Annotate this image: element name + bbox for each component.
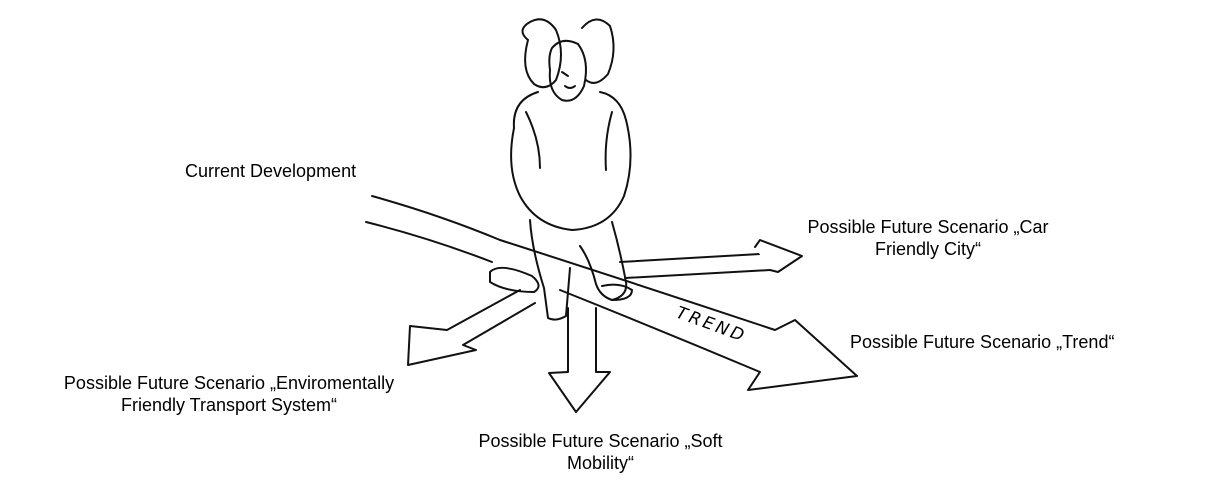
label-enviro-line2: Friendly Transport System“ — [120, 395, 338, 415]
trend-arrow — [499, 239, 858, 391]
label-car-friendly-city: Possible Future Scenario „Car Friendly C… — [797, 216, 1059, 260]
enviro-friendly-arrow — [407, 289, 536, 366]
current-development-band — [365, 195, 501, 263]
label-soft-mobility: Possible Future Scenario „Soft Mobility“ — [428, 430, 773, 474]
label-current-development: Current Development — [185, 160, 356, 182]
label-trend: Possible Future Scenario „Trend“ — [850, 331, 1114, 353]
label-enviro-line1: Possible Future Scenario „Enviromentally — [63, 373, 395, 393]
car-friendly-arrow — [619, 239, 803, 279]
label-soft-line2: Mobility“ — [566, 453, 634, 473]
label-current-text: Current Development — [185, 161, 357, 181]
label-trend-text: Possible Future Scenario „Trend“ — [850, 332, 1115, 352]
person-figure — [489, 18, 633, 321]
label-car-line2: Friendly City“ — [874, 239, 981, 259]
label-enviro-friendly: Possible Future Scenario „Enviromentally… — [6, 372, 452, 416]
label-soft-line1: Possible Future Scenario „Soft — [478, 431, 723, 451]
soft-mobility-arrow — [548, 307, 611, 413]
label-car-line1: Possible Future Scenario „Car — [807, 217, 1049, 237]
